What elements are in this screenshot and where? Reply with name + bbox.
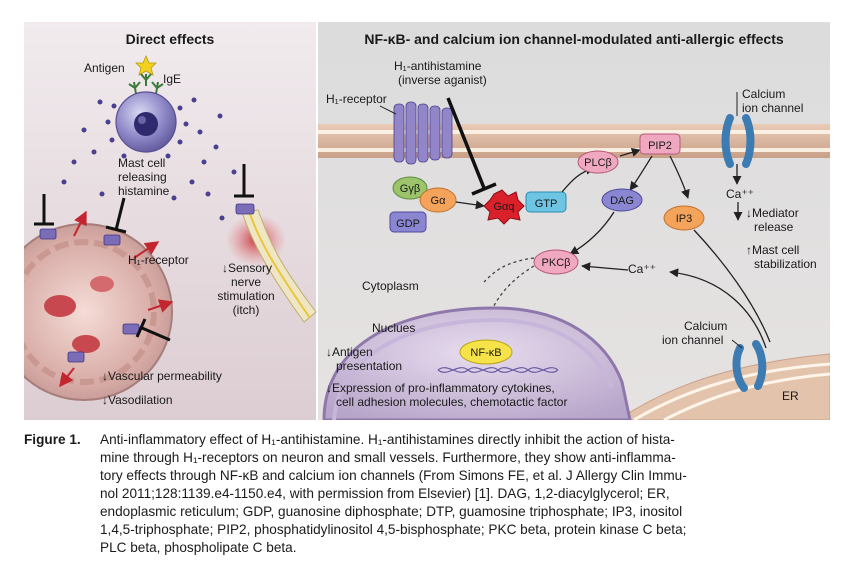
g-gamma-beta-label: Gγβ bbox=[400, 183, 420, 195]
direct-effects-panel: Direct effects Antigen IgE Mast cell rel… bbox=[24, 22, 317, 420]
calcium-channel-top-label-1: Calcium bbox=[742, 87, 785, 101]
mast-cell-label-3: histamine bbox=[118, 184, 170, 198]
pip2-molecule bbox=[639, 133, 681, 155]
calcium-ion-top-label: Ca⁺⁺ bbox=[726, 187, 754, 201]
expression-label-1: ↓Expression of pro-inflammatory cytokine… bbox=[326, 381, 555, 395]
gdp-label: GDP bbox=[396, 218, 420, 230]
nucleus-label: Nuclues bbox=[372, 321, 415, 335]
caption-line-6: 1,4,5-triphosphate; PIP2, phosphatidylin… bbox=[100, 522, 687, 537]
calcium-channel-bottom-label-1: Calcium bbox=[684, 319, 727, 333]
caption-line-2: mine through H₁-receptors on neuron and … bbox=[100, 450, 676, 465]
pip2-label: PIP2 bbox=[648, 140, 672, 152]
sensory-label-3: stimulation bbox=[217, 289, 274, 303]
antihistamine-inhibitor-icon bbox=[34, 194, 171, 342]
vasodilation-label: ↓Vasodilation bbox=[102, 393, 173, 407]
vascular-permeability-label: ↓Vascular permeability bbox=[102, 369, 222, 383]
dna-icon bbox=[437, 367, 559, 373]
antigen-presentation-label-1: ↓Antigen bbox=[326, 345, 373, 359]
plc-beta-protein bbox=[577, 150, 619, 174]
caption-line-4: nol 2011;128:1139.e4-1150.e4, with permi… bbox=[100, 486, 670, 501]
calcium-channel-top-label-2: ion channel bbox=[742, 101, 803, 115]
nfkb-calcium-panel: NF-κB- and calcium ion channel-modulated… bbox=[318, 22, 830, 420]
g-alpha-protein bbox=[419, 187, 457, 213]
caption-line-3: tory effects through NF-κB and calcium i… bbox=[100, 468, 687, 483]
nfkb-label: NF-κB bbox=[470, 347, 501, 359]
mast-cell-label-2: releasing bbox=[118, 170, 167, 184]
h1-receptor-icon bbox=[393, 101, 453, 165]
calcium-channel-bottom-label-2: ion channel bbox=[662, 333, 723, 347]
antigen-icon bbox=[135, 54, 157, 76]
ip3-molecule bbox=[663, 205, 705, 231]
caption-line-1: Anti-inflammatory effect of H₁-antihista… bbox=[100, 432, 675, 447]
nfkb-panel-title: NF-κB- and calcium ion channel-modulated… bbox=[364, 31, 784, 47]
antigen-label: Antigen bbox=[84, 61, 125, 75]
caption-line-7: PLC beta, phospholipate C beta. bbox=[100, 540, 297, 555]
figure-caption: Figure 1. Anti-inflammatory effect of H₁-… bbox=[24, 431, 826, 557]
stabilization-label-1: ↑Mast cell bbox=[746, 243, 799, 257]
cytoplasm-label: Cytoplasm bbox=[362, 279, 419, 293]
sensory-label-2: nerve bbox=[231, 275, 261, 289]
gdp-molecule bbox=[389, 211, 427, 233]
g-gamma-beta-protein bbox=[392, 176, 428, 200]
pkc-beta-label: PKCβ bbox=[542, 257, 571, 269]
calcium-channel-top-icon bbox=[721, 114, 755, 168]
stabilization-label-2: stabilization bbox=[754, 257, 817, 271]
h1-receptor-right-label: H₁-receptor bbox=[326, 92, 387, 106]
g-alpha-label: Gα bbox=[431, 195, 447, 207]
ige-label: IgE bbox=[163, 72, 181, 86]
antihistamine-blocker-icon bbox=[446, 97, 497, 196]
figure-illustration: Direct effects Antigen IgE Mast cell rel… bbox=[24, 22, 830, 420]
dag-label: DAG bbox=[610, 195, 634, 207]
antihistamine-label-1: H₁-antihistamine bbox=[394, 59, 482, 73]
pkc-beta-protein bbox=[533, 249, 579, 275]
mediator-label-2: release bbox=[754, 220, 794, 234]
er-label: ER bbox=[782, 389, 799, 403]
calcium-ion-mid-label: Ca⁺⁺ bbox=[628, 262, 656, 276]
ip3-label: IP3 bbox=[676, 213, 693, 225]
gtp-molecule bbox=[525, 191, 567, 213]
caption-line-5: endoplasmic reticulum; GDP, guanosine di… bbox=[100, 504, 683, 519]
antihistamine-label-2: (inverse aganist) bbox=[398, 73, 487, 87]
calcium-channel-bottom-icon bbox=[732, 340, 767, 392]
antigen-presentation-label-2: presentation bbox=[336, 359, 402, 373]
expression-label-2: cell adhesion molecules, chemotactic fac… bbox=[336, 395, 567, 409]
g-alpha-q-label: Gαq bbox=[493, 201, 514, 213]
sensory-label-4: (itch) bbox=[233, 303, 260, 317]
plc-beta-label: PLCβ bbox=[584, 157, 612, 169]
mediator-label-1: ↓Mediator bbox=[746, 206, 799, 220]
mast-cell-label-1: Mast cell bbox=[118, 156, 165, 170]
figure-label: Figure 1. bbox=[24, 432, 81, 447]
nfkb-protein bbox=[459, 339, 513, 365]
h1-receptor-left-label: H₁-receptor bbox=[128, 253, 189, 267]
g-alpha-q-protein bbox=[483, 189, 525, 225]
gtp-label: GTP bbox=[535, 198, 558, 210]
sensory-label-1: ↓Sensory bbox=[222, 261, 272, 275]
dag-molecule bbox=[601, 188, 643, 212]
direct-effects-title: Direct effects bbox=[126, 31, 215, 47]
ige-antibody-icon bbox=[128, 73, 164, 95]
